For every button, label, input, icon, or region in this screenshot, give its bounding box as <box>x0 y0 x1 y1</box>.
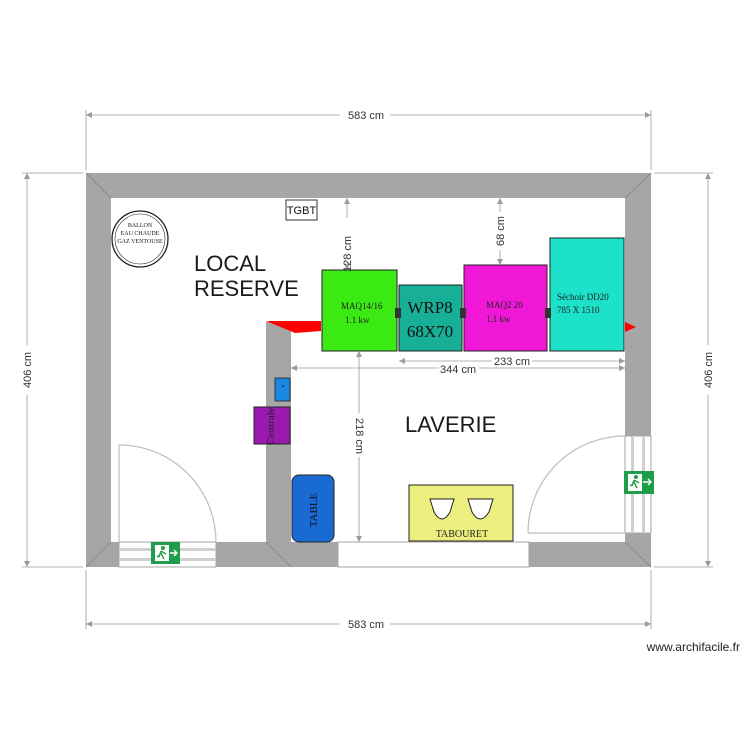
red-marker-right <box>625 322 636 332</box>
dim-top-width: 583 cm <box>348 110 384 122</box>
dim-right-bg <box>701 345 715 395</box>
dim-bottom-width: 583 cm <box>348 619 384 631</box>
wall-left <box>86 173 111 567</box>
door-arc-left <box>118 444 217 543</box>
door-swings <box>118 435 626 543</box>
dim-left-bg <box>20 345 34 395</box>
machine-maq14 <box>321 269 398 352</box>
maq14-label-1: MAQ14/16 <box>341 301 383 311</box>
sechoir-label-1: Séchoir DD20 <box>557 292 609 302</box>
dim-laverie-depth-bg <box>352 413 366 457</box>
ballon-label-1: BALLON <box>128 223 153 229</box>
dim-wall-gap: 68 cm <box>495 216 507 246</box>
machine-maq220 <box>463 264 548 352</box>
table-label: TABLE <box>308 492 320 527</box>
red-marker-left <box>266 321 321 333</box>
sechoir-label-2: 785 X 1510 <box>557 305 600 315</box>
dim-laverie-width: 344 cm <box>440 364 476 376</box>
dim-machines-width: 233 cm <box>494 356 530 368</box>
small-blue-box <box>274 377 291 402</box>
tabouret-label: TABOURET <box>436 529 489 540</box>
dim-laverie-width-bg <box>439 362 479 375</box>
wrp8-label-2: 68X70 <box>407 322 453 341</box>
ballon-label-3: GAZ VENTOUSE <box>117 239 163 245</box>
tabouret <box>408 484 514 542</box>
maq14-label-2: 1.1 kw <box>345 315 370 325</box>
dim-top-bg <box>340 108 390 122</box>
wrp8-label-1: WRP8 <box>407 298 452 317</box>
ballon-label-2: EAU CHAUDE <box>121 231 160 237</box>
table <box>291 474 335 543</box>
connector-3 <box>545 308 551 318</box>
maq220-label-2: 1.1 kw <box>486 314 511 324</box>
exit-sign-right <box>624 471 654 494</box>
door-arc-right <box>527 435 626 534</box>
wall-top <box>86 173 651 198</box>
dim-right-height: 406 cm <box>703 352 715 388</box>
room-label-reserve: RESERVE <box>194 276 299 301</box>
maq220-label-1: MAQ2 20 <box>486 300 523 310</box>
dim-laverie-depth: 218 cm <box>353 418 365 454</box>
machine-sechoir <box>549 237 625 352</box>
dim-left-height: 406 cm <box>22 352 34 388</box>
wall-bottom-right <box>529 542 651 567</box>
dim-machines-width-bg <box>492 355 532 366</box>
machine-wrp8 <box>398 284 463 352</box>
sink-left <box>429 498 455 520</box>
dim-wall-gap-bg <box>493 212 507 250</box>
sink-right <box>467 498 494 520</box>
walls <box>86 173 651 567</box>
ballon-tank-inner <box>114 213 166 265</box>
tgbt-label: TGBT <box>287 205 317 217</box>
tgbt-box <box>285 199 318 221</box>
dimension-arrows <box>24 112 711 627</box>
small-blue-box-text: ▪ <box>282 384 284 390</box>
dim-machine-depth-bg <box>340 218 354 262</box>
door-sill-laverie <box>337 541 530 568</box>
wall-bottom-left <box>86 542 119 567</box>
room-label-laverie: LAVERIE <box>405 412 496 437</box>
room-label-local: LOCAL <box>194 251 266 276</box>
dim-machine-depth: 128 cm <box>342 236 354 272</box>
centrale-label: Centrale <box>265 407 277 444</box>
wall-corners <box>85 172 652 568</box>
watermark: www.archifacile.fr <box>646 640 740 654</box>
connector-1 <box>395 308 401 318</box>
exit-sign-bottom <box>151 542 180 564</box>
dim-bottom-bg <box>340 617 390 631</box>
ballon-tank <box>111 210 169 268</box>
connector-2 <box>460 308 466 318</box>
centrale-box <box>253 406 291 445</box>
